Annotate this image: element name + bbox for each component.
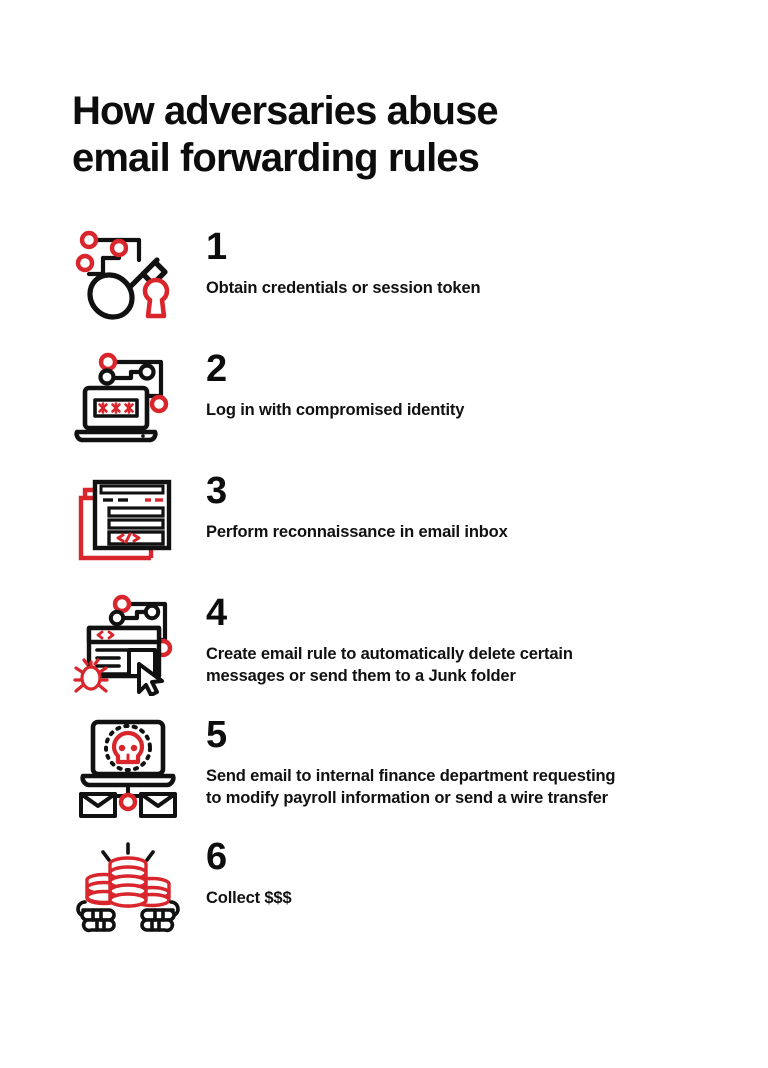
step-item: 2 Log in with compromised identity (72, 348, 696, 452)
code-window-icon (72, 470, 184, 574)
step-text: Create email rule to automatically delet… (206, 645, 573, 686)
step-body: 1 Obtain credentials or session token (206, 226, 696, 300)
step-text: Perform reconnaissance in email inbox (206, 523, 508, 542)
step-number: 5 (206, 714, 227, 757)
key-with-circuit-nodes-icon (72, 226, 184, 322)
step-body: 2 Log in with compromised identity (206, 348, 696, 422)
step-body: 4 Create email rule to automatically del… (206, 592, 696, 688)
step-number: 4 (206, 592, 227, 635)
title-block: How adversaries abuse email forwarding r… (72, 0, 696, 226)
laptop-skull-envelopes-icon (72, 714, 184, 819)
step-item: 3 Perform reconnaissance in email inbox (72, 470, 696, 574)
page-title: How adversaries abuse email forwarding r… (72, 89, 499, 181)
step-body: 6 Collect $$$ (206, 836, 696, 910)
step-item: 5 Send email to internal finance departm… (72, 714, 696, 819)
step-number: 6 (206, 836, 227, 879)
step-item: 6 Collect $$$ (72, 836, 696, 940)
step-body: 3 Perform reconnaissance in email inbox (206, 470, 696, 544)
step-body: 5 Send email to internal finance departm… (206, 714, 696, 810)
step-number: 1 (206, 226, 227, 269)
steps-list: 1 Obtain credentials or session token (72, 226, 696, 940)
hands-holding-coins-icon (72, 836, 184, 940)
laptop-password-icon (72, 348, 184, 452)
step-number: 2 (206, 348, 227, 391)
window-bug-cursor-icon (72, 592, 184, 697)
step-text: Log in with compromised identity (206, 401, 465, 420)
step-text: Send email to internal finance departmen… (206, 767, 616, 808)
step-item: 1 Obtain credentials or session token (72, 226, 696, 330)
step-number: 3 (206, 470, 227, 513)
step-item: 4 Create email rule to automatically del… (72, 592, 696, 697)
step-text: Obtain credentials or session token (206, 279, 481, 298)
step-text: Collect $$$ (206, 889, 292, 908)
